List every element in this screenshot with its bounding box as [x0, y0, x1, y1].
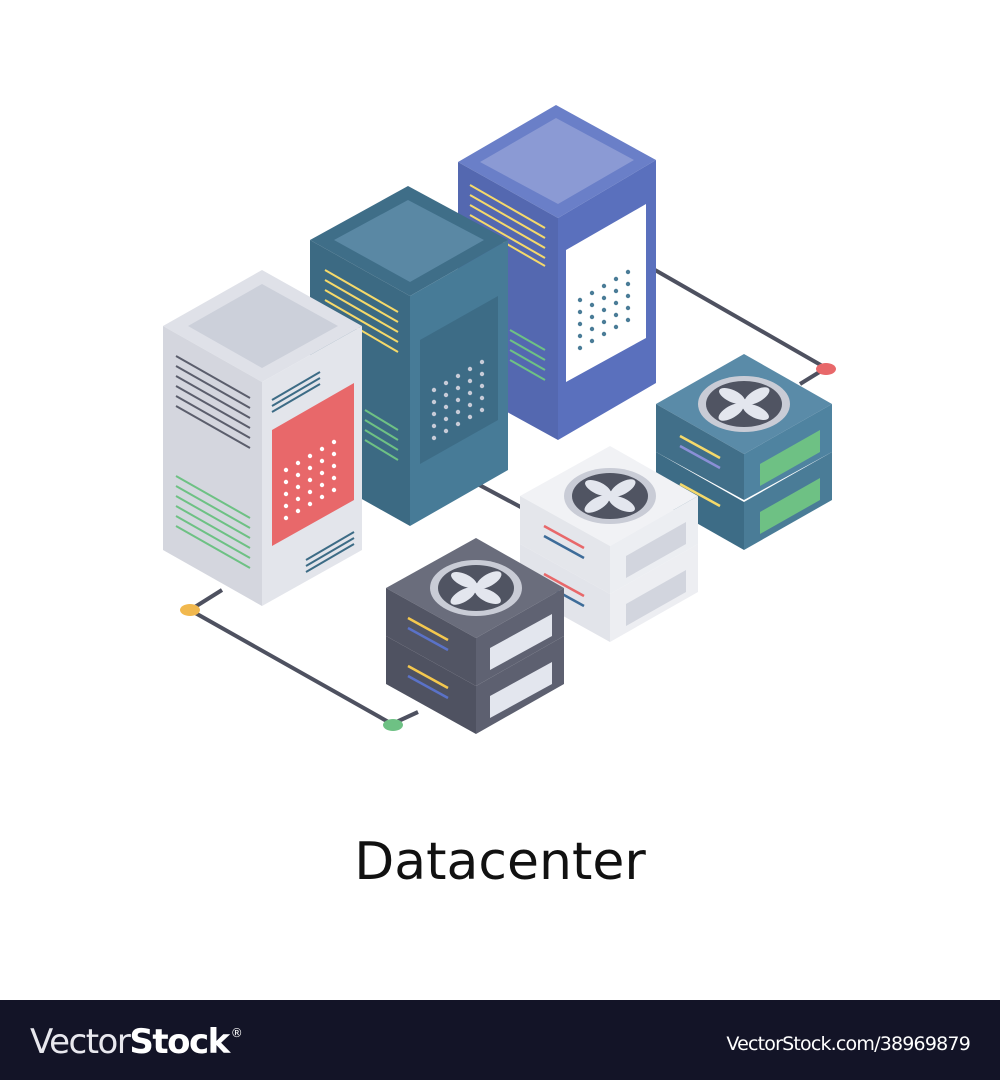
dark-rack-unit: [386, 538, 564, 734]
watermark-footer: VectorStock® VectorStock.com/38969879: [0, 1000, 1000, 1080]
yellow-connection-node: [180, 604, 200, 616]
vectorstock-logo: VectorStock®: [30, 1022, 243, 1062]
brand-bold: Stock: [129, 1022, 230, 1062]
green-connection-node: [383, 719, 403, 731]
illustration-caption: Datacenter: [354, 832, 646, 892]
grey-tower-server: [163, 270, 362, 606]
stock-id-link[interactable]: VectorStock.com/38969879: [726, 1033, 970, 1055]
datacenter-illustration: [163, 105, 836, 734]
teal-rack-unit: [656, 354, 832, 550]
brand-thin: Vector: [30, 1022, 131, 1062]
white-rack-unit: [520, 446, 698, 642]
red-connection-node: [816, 363, 836, 375]
registered-mark: ®: [230, 1026, 243, 1040]
